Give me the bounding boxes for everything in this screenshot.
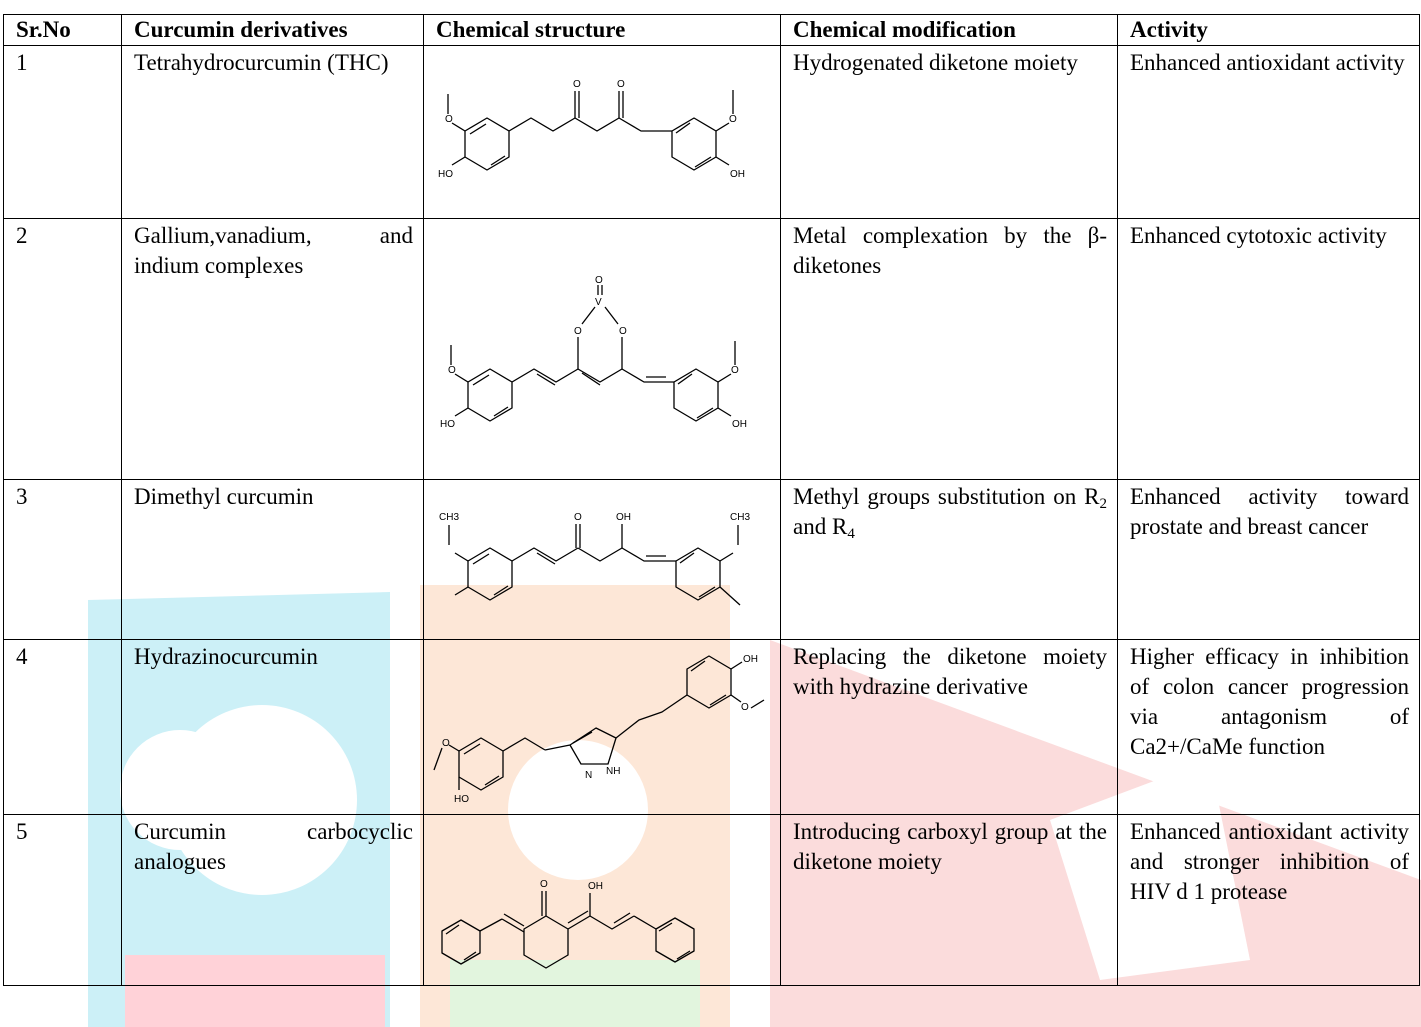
atom-label: OH bbox=[616, 512, 631, 523]
cell-modification: Replacing the diketone moiety with hydra… bbox=[780, 639, 1118, 815]
cell-modification: Metal complexation by the β-diketones bbox=[780, 218, 1118, 480]
structure-dimethyl-curcumin: O OH CH3 CH3 bbox=[439, 512, 750, 606]
cell-activity: Enhanced cytotoxic activity bbox=[1117, 218, 1420, 480]
cell-activity: Higher efficacy in inhibition of colon c… bbox=[1117, 639, 1420, 815]
atom-label: OH bbox=[588, 881, 603, 892]
table-row: 4 Hydrazinocurcumin N NH OH bbox=[3, 639, 1420, 815]
structure-hydrazinocurcumin: N NH OH O O HO bbox=[433, 654, 765, 805]
cell-sr-no: 4 bbox=[3, 639, 122, 815]
atom-label: O bbox=[540, 879, 548, 890]
curcumin-derivatives-table: Sr.No Curcumin derivatives Chemical stru… bbox=[3, 14, 1420, 986]
table-row: 1 Tetrahydrocurcumin (THC) O O O O bbox=[3, 45, 1420, 219]
atom-label: O bbox=[619, 326, 627, 337]
header-structure: Chemical structure bbox=[423, 14, 781, 46]
atom-label: NH bbox=[606, 766, 620, 777]
table-row: 2 Gallium,vanadium, and indium complexes bbox=[3, 218, 1420, 480]
atom-label: CH3 bbox=[730, 512, 750, 523]
atom-label: OH bbox=[732, 419, 747, 430]
cell-activity: Enhanced antioxidant activity and strong… bbox=[1117, 814, 1420, 986]
cell-derivative-name: Gallium,vanadium, and indium complexes bbox=[121, 218, 424, 480]
header-derivatives: Curcumin derivatives bbox=[121, 14, 424, 46]
cell-structure: O V O O O O HO OH bbox=[423, 218, 781, 480]
table-header-row: Sr.No Curcumin derivatives Chemical stru… bbox=[3, 14, 1420, 46]
atom-label: OH bbox=[743, 654, 758, 665]
atom-label: HO bbox=[438, 169, 453, 180]
structure-carbocyclic-analogue: O OH bbox=[441, 879, 695, 969]
atom-label: O bbox=[741, 702, 749, 713]
atom-label: O bbox=[448, 365, 456, 376]
atom-label: O bbox=[731, 365, 739, 376]
cell-structure: N NH OH O O HO bbox=[423, 639, 781, 815]
header-activity: Activity bbox=[1117, 14, 1420, 46]
cell-derivative-name: Hydrazinocurcumin bbox=[121, 639, 424, 815]
cell-structure: O OH CH3 CH3 bbox=[423, 479, 781, 640]
atom-label: V bbox=[595, 297, 602, 308]
atom-label: O bbox=[595, 275, 603, 286]
header-sr-no: Sr.No bbox=[3, 14, 122, 46]
cell-derivative-name: Dimethyl curcumin bbox=[121, 479, 424, 640]
cell-modification: Hydrogenated diketone moiety bbox=[780, 45, 1118, 219]
cell-activity: Enhanced antioxidant activity bbox=[1117, 45, 1420, 219]
table-row: 5 Curcumin carbocyclic analogues O OH bbox=[3, 814, 1420, 986]
structure-tetrahydrocurcumin: O O O O HO OH bbox=[438, 79, 745, 180]
atom-label: O bbox=[445, 114, 453, 125]
cell-structure: O O O O HO OH bbox=[423, 45, 781, 219]
atom-label: O bbox=[729, 114, 737, 125]
cell-structure: O OH bbox=[423, 814, 781, 986]
atom-label: O bbox=[442, 738, 450, 749]
cell-sr-no: 3 bbox=[3, 479, 122, 640]
cell-sr-no: 1 bbox=[3, 45, 122, 219]
atom-label: O bbox=[573, 79, 581, 90]
cell-derivative-name: Curcumin carbocyclic analogues bbox=[121, 814, 424, 986]
cell-derivative-name: Tetrahydrocurcumin (THC) bbox=[121, 45, 424, 219]
atom-label: O bbox=[617, 79, 625, 90]
cell-sr-no: 2 bbox=[3, 218, 122, 480]
atom-label: HO bbox=[440, 419, 455, 430]
cell-modification: Introducing carboxyl group at the diketo… bbox=[780, 814, 1118, 986]
atom-label: O bbox=[574, 512, 582, 523]
header-modification: Chemical modification bbox=[780, 14, 1118, 46]
cell-sr-no: 5 bbox=[3, 814, 122, 986]
cell-activity: Enhanced activity toward prostate and br… bbox=[1117, 479, 1420, 640]
atom-label: OH bbox=[730, 169, 745, 180]
atom-label: CH3 bbox=[439, 512, 459, 523]
table-row: 3 Dimethyl curcumin O OH CH bbox=[3, 479, 1420, 640]
cell-modification: Methyl groups substitution on R2 and R4 bbox=[780, 479, 1118, 640]
atom-label: HO bbox=[454, 794, 469, 805]
structure-metal-complex: O V O O O O HO OH bbox=[440, 275, 747, 430]
atom-label: O bbox=[574, 326, 582, 337]
atom-label: N bbox=[585, 770, 592, 781]
